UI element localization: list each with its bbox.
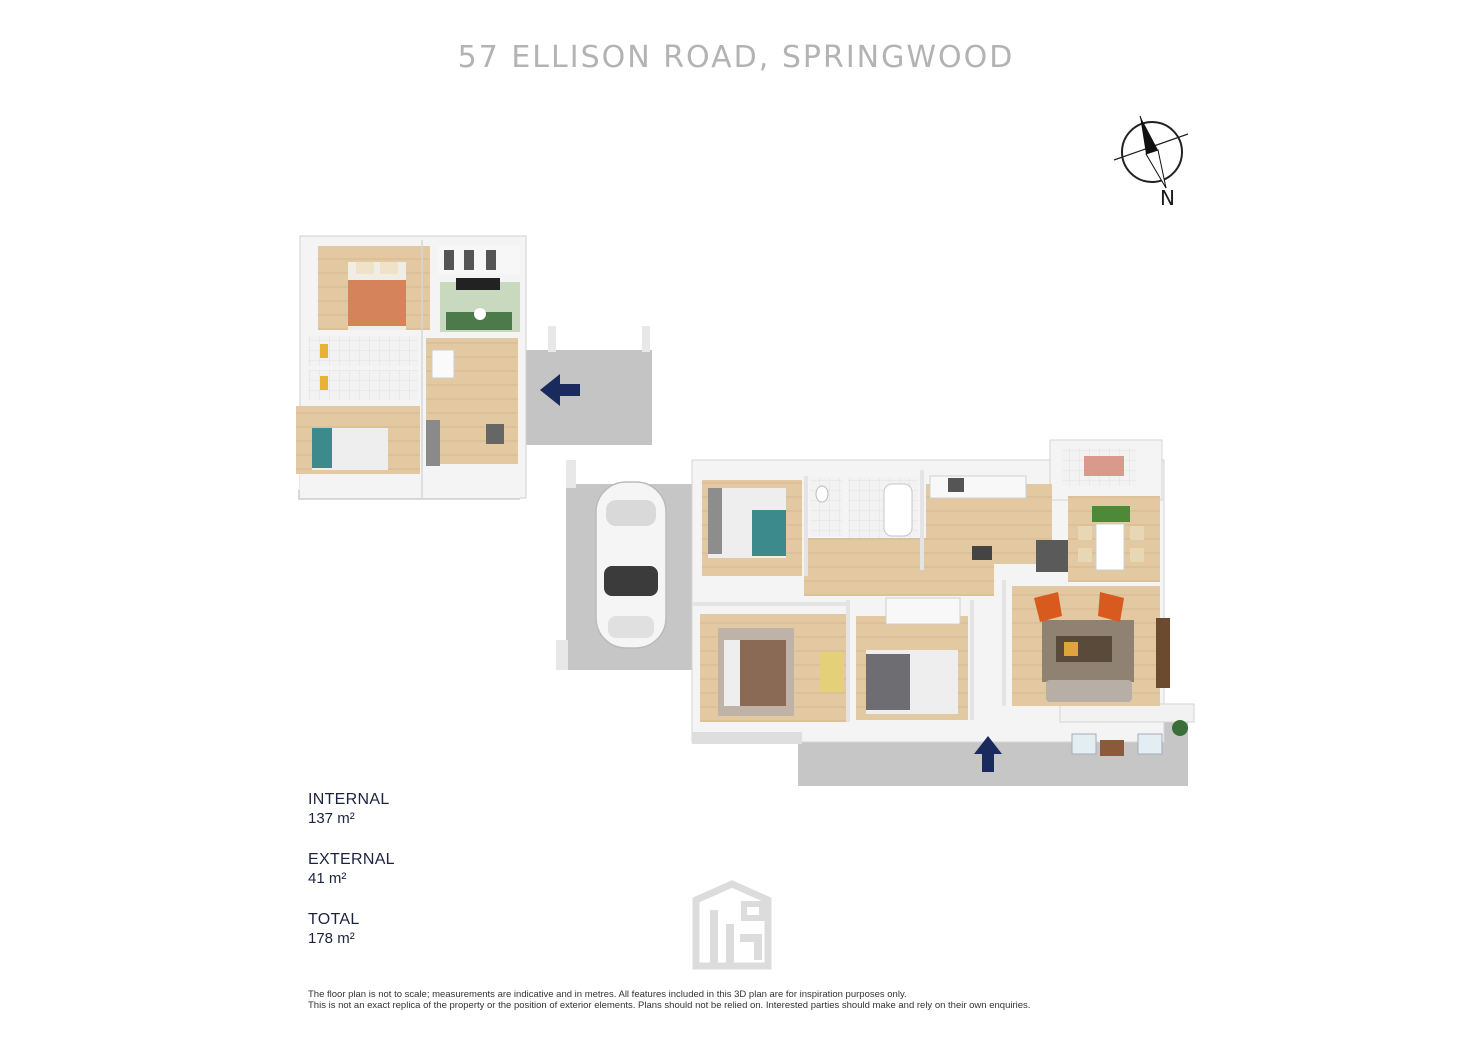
entry-arrow-flat (540, 374, 580, 406)
area-label: EXTERNAL (308, 851, 395, 868)
car-icon (595, 481, 667, 649)
area-value: 137 m² (308, 810, 355, 827)
toilet (810, 478, 842, 536)
compass-north-label: N (1160, 186, 1175, 210)
area-value: 178 m² (308, 930, 355, 947)
entry-arrow-main (974, 736, 1002, 772)
page-title: 57 ELLISON ROAD, SPRINGWOOD (457, 40, 1015, 75)
disclaimer: The floor plan is not to scale; measurem… (308, 989, 1208, 1011)
disclaimer-line: This is not an exact replica of the prop… (308, 1000, 1031, 1011)
side-patio (520, 350, 652, 445)
area-external: EXTERNAL 41 m² (308, 850, 395, 888)
area-total: TOTAL 178 m² (308, 910, 395, 948)
driveway (556, 460, 696, 670)
area-label: TOTAL (308, 911, 360, 928)
area-summary: INTERNAL 137 m² EXTERNAL 41 m² TOTAL 178… (308, 790, 395, 970)
compass-rose (1113, 115, 1189, 189)
granny-flat (296, 235, 652, 500)
area-label: INTERNAL (308, 791, 390, 808)
brand-logo-icon (692, 880, 772, 970)
area-value: 41 m² (308, 870, 347, 887)
disclaimer-line: The floor plan is not to scale; measurem… (308, 989, 907, 1000)
area-internal: INTERNAL 137 m² (308, 790, 395, 828)
main-house (691, 439, 1195, 786)
